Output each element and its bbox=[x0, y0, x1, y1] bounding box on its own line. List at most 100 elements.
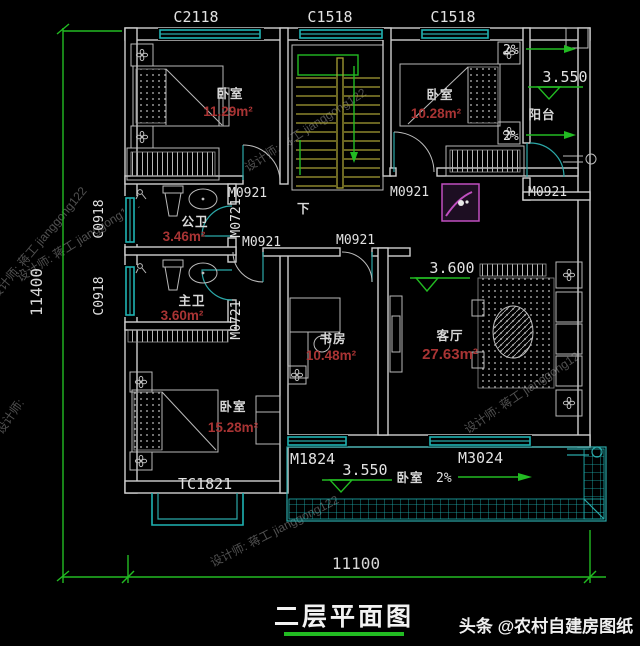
level-marker-terrace: 3.550 bbox=[322, 461, 392, 494]
study-furniture bbox=[287, 297, 341, 385]
watermark-text: 设计师: bbox=[0, 396, 27, 436]
drain-icon bbox=[563, 153, 597, 165]
door-m3024-sliding bbox=[428, 435, 532, 447]
toilet-icon bbox=[162, 259, 184, 291]
slope-value: 2% bbox=[503, 43, 519, 58]
bedroom-bottom-furniture bbox=[129, 371, 281, 471]
slope-arrow-balcony: 2% bbox=[503, 129, 576, 144]
bedroom-top-right-furniture bbox=[399, 41, 525, 177]
window-label-c0918: C0918 bbox=[92, 199, 107, 238]
area-label-living: 27.63m² bbox=[422, 346, 478, 363]
room-label-bedroom-top-right: 卧室 bbox=[426, 87, 453, 102]
slope-arrow-top: 2% bbox=[503, 43, 576, 58]
bed-icon bbox=[131, 389, 219, 453]
bay-window-tc1821 bbox=[151, 493, 244, 526]
sink-icon bbox=[188, 262, 218, 284]
tv-cabinet-icon bbox=[389, 295, 403, 373]
stair-treads bbox=[296, 57, 380, 189]
chair-icon bbox=[313, 335, 331, 353]
area-label-bedroom-top-left: 11.29m² bbox=[203, 104, 253, 119]
level-value: 3.550 bbox=[342, 461, 387, 479]
wardrobe-icon bbox=[126, 147, 220, 181]
level-value: 3.600 bbox=[429, 259, 474, 277]
dimension-height-value: 11400 bbox=[27, 268, 46, 316]
window-c0918-master bbox=[124, 265, 138, 317]
window-c1518-stair bbox=[298, 28, 384, 40]
sofa-icon bbox=[555, 261, 583, 417]
door-bedroom-top-right bbox=[393, 131, 435, 173]
door-label-m0721: M0721 bbox=[229, 198, 244, 237]
window-c2118 bbox=[158, 28, 264, 40]
credit: 头条 @农村自建房图纸 bbox=[459, 616, 633, 636]
bed-icon bbox=[399, 63, 501, 127]
title-underline bbox=[284, 632, 404, 636]
window-label-c2118: C2118 bbox=[173, 8, 218, 26]
living-furniture bbox=[389, 261, 583, 417]
shelf-strip bbox=[127, 329, 229, 343]
slope-value: 2% bbox=[436, 471, 452, 486]
door-label-m0921: M0921 bbox=[390, 185, 429, 200]
door-label-m0921: M0921 bbox=[336, 233, 375, 248]
window-c1518-bedroom bbox=[420, 28, 490, 40]
drawing-title: 二层平面图 bbox=[274, 603, 414, 636]
stairs: 下 bbox=[291, 44, 384, 216]
purple-stamp-icon bbox=[441, 183, 480, 222]
door-label-m0721: M0721 bbox=[229, 300, 244, 339]
terrace bbox=[286, 446, 607, 522]
windows bbox=[124, 28, 532, 526]
level-marker-living: 3.600 bbox=[410, 259, 475, 293]
dresser-icon bbox=[255, 395, 281, 445]
door-label-m0921: M0921 bbox=[528, 185, 567, 200]
page-title: 二层平面图 bbox=[274, 603, 414, 631]
room-label-living: 客厅 bbox=[435, 328, 463, 343]
room-label-bath-public: 公卫 bbox=[181, 215, 208, 229]
window-label-tc1821: TC1821 bbox=[178, 475, 232, 493]
window-label-c0918: C0918 bbox=[92, 276, 107, 315]
door-bath-public bbox=[201, 205, 233, 237]
area-label-study: 10.48m² bbox=[306, 348, 357, 363]
slope-value: 2% bbox=[503, 129, 519, 144]
watermark-text: 设计师: 蒋工 jianggong122 bbox=[242, 85, 369, 174]
area-label-bedroom-top-right: 10.28m² bbox=[411, 106, 462, 121]
room-label-terrace: 卧室 bbox=[396, 470, 423, 485]
level-marker-balcony: 3.550 bbox=[528, 68, 588, 101]
drain-icon bbox=[567, 446, 603, 458]
doors bbox=[201, 131, 565, 301]
window-label-c1518: C1518 bbox=[430, 8, 475, 26]
bed-icon bbox=[132, 65, 224, 127]
room-label-bedroom-bottom: 卧室 bbox=[219, 399, 246, 414]
door-label-m3024: M3024 bbox=[458, 449, 503, 467]
sink-icon bbox=[188, 188, 218, 210]
window-labels: C2118 C1518 C1518 C0918 C0918 TC1821 bbox=[92, 8, 476, 493]
door-label-m1824: M1824 bbox=[290, 450, 335, 468]
window-label-c1518: C1518 bbox=[307, 8, 352, 26]
toilet-icon bbox=[162, 185, 184, 217]
slope-arrow-terrace: 2% bbox=[436, 471, 532, 486]
room-label-study: 书房 bbox=[319, 331, 346, 346]
door-label-m0921: M0921 bbox=[228, 186, 267, 201]
door-bedroom-top-left bbox=[242, 144, 281, 183]
area-label-bedroom-bottom: 15.28m² bbox=[208, 420, 259, 435]
room-labels: 卧室 11.29m² 卧室 10.28m² 公卫 3.46m² 主卫 3.60m… bbox=[161, 86, 555, 485]
area-label-bath-public: 3.46m² bbox=[163, 229, 206, 244]
door-m1824-sliding bbox=[286, 435, 348, 447]
bath-master-fixtures bbox=[135, 259, 218, 291]
shaft-box bbox=[565, 27, 589, 49]
door-label-m0921: M0921 bbox=[242, 235, 281, 250]
door-bath-master bbox=[201, 269, 233, 301]
bedroom-top-left-furniture bbox=[126, 43, 230, 181]
door-bedroom-bottom bbox=[232, 251, 264, 283]
table-icon bbox=[492, 305, 534, 359]
desk-icon bbox=[289, 297, 341, 333]
door-balcony bbox=[526, 142, 565, 178]
room-label-balcony: 阳台 bbox=[528, 107, 555, 122]
dimension-width-value: 11100 bbox=[332, 554, 380, 573]
dimension-left: 11400 bbox=[27, 23, 122, 583]
window-c0918-public bbox=[124, 196, 138, 244]
door-labels-g: M0921 M0921 M0921 M0921 M0921 M0721 M072… bbox=[228, 185, 567, 468]
bath-public-fixtures bbox=[135, 185, 218, 217]
room-label-bedroom-top-left: 卧室 bbox=[216, 86, 243, 101]
room-label-bath-master: 主卫 bbox=[178, 293, 205, 308]
